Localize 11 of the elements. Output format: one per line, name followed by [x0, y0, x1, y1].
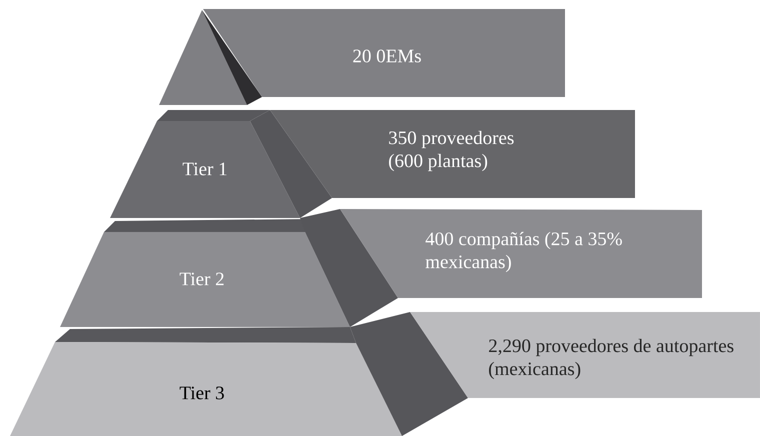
label-banner: 20 0EMs [203, 9, 565, 97]
node-label: 20 0EMs [353, 50, 421, 62]
pyramid-tier: Tier 1 [110, 110, 332, 218]
node-label: Tier 3 [180, 386, 224, 400]
node-label: Tier 2 [180, 272, 224, 286]
label-banner: 350 proveedores (600 plantas) [270, 110, 635, 198]
pyramid-tier: Tier 2 [60, 209, 398, 327]
pyramid-tier: Tier 3 [10, 312, 468, 436]
label-banner: 2,290 proveedores de autopartes (mexicanas) [410, 312, 760, 398]
label-banner: 400 compañías (25 a 35% mexicanas) [340, 209, 702, 298]
pyramid-apex [159, 10, 262, 105]
